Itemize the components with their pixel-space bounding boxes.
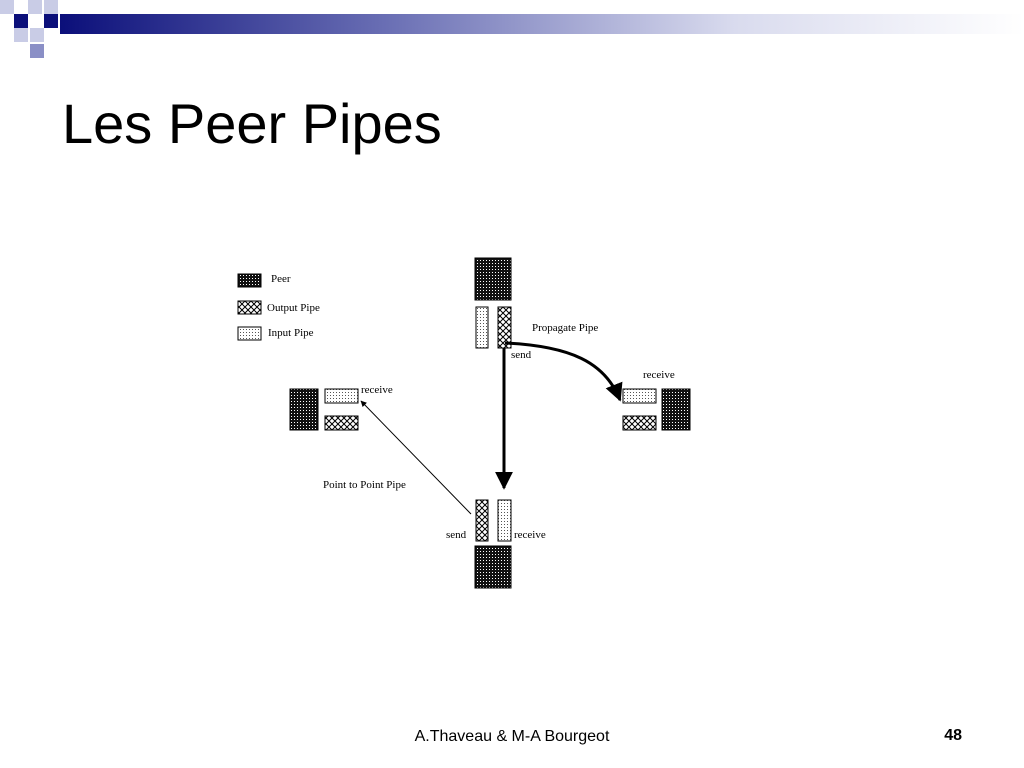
banner-square xyxy=(30,28,44,42)
banner-stripe xyxy=(60,14,1024,34)
banner-square xyxy=(44,0,58,14)
receive-label-right: receive xyxy=(643,369,675,381)
input-pipe-top xyxy=(475,306,489,349)
propagate-arrow xyxy=(504,341,623,402)
legend-peer-label: Peer xyxy=(271,273,291,285)
point-to-point-arrow xyxy=(360,400,472,515)
banner-square xyxy=(30,44,44,58)
send-label-top: send xyxy=(511,349,532,361)
point-to-point-label: Point to Point Pipe xyxy=(323,479,406,491)
legend-output-pipe-swatch xyxy=(237,300,262,315)
peer-right xyxy=(661,388,691,431)
receive-label-left: receive xyxy=(361,384,393,396)
legend-peer-swatch xyxy=(237,273,262,288)
output-pipe-left xyxy=(324,415,359,431)
input-pipe-left xyxy=(324,388,359,404)
banner-square xyxy=(44,14,58,28)
slide-title: Les Peer Pipes xyxy=(62,92,442,155)
legend-input-pipe-swatch xyxy=(237,326,262,341)
send-label-bottom: send xyxy=(446,529,467,541)
header-banner xyxy=(0,0,1024,58)
peer-left xyxy=(289,388,319,431)
propagate-pipe-label: Propagate Pipe xyxy=(532,322,598,334)
input-pipe-right xyxy=(622,388,657,404)
banner-square xyxy=(28,0,42,14)
peer-top xyxy=(474,257,512,301)
input-pipe-bottom xyxy=(497,499,512,542)
output-pipe-right xyxy=(622,415,657,431)
banner-square xyxy=(0,0,14,14)
banner-square xyxy=(14,14,28,28)
banner-square xyxy=(14,28,28,42)
page-number: 48 xyxy=(944,727,962,744)
legend-output-pipe-label: Output Pipe xyxy=(267,302,320,314)
peer-bottom xyxy=(474,545,512,589)
peer-pipes-diagram: Peer Output Pipe Input Pipe Propagate Pi… xyxy=(237,257,691,589)
footer-author: A.Thaveau & M-A Bourgeot xyxy=(414,728,610,745)
output-pipe-bottom xyxy=(475,499,489,542)
legend: Peer Output Pipe Input Pipe xyxy=(237,273,320,341)
legend-input-pipe-label: Input Pipe xyxy=(268,327,314,339)
receive-label-bottom: receive xyxy=(514,529,546,541)
